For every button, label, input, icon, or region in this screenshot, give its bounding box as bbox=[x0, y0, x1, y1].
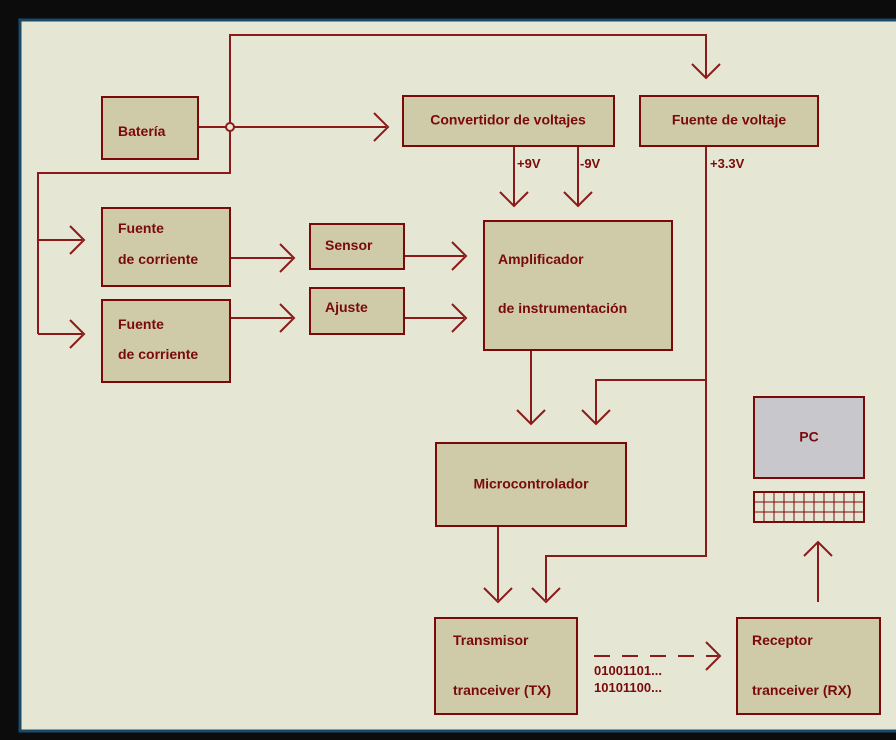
pc-keyboard-icon bbox=[753, 491, 865, 523]
arrow-minus9 bbox=[563, 191, 593, 208]
arrow-fuente1 bbox=[69, 225, 86, 255]
label-plus9v: +9V bbox=[517, 156, 541, 171]
block-ajuste: Ajuste bbox=[309, 287, 405, 335]
block-amplificador: Amplificador de instrumentación bbox=[483, 220, 673, 351]
block-fuente-voltaje: Fuente de voltaje bbox=[639, 95, 819, 147]
junction-node bbox=[225, 122, 235, 132]
amplificador-label-2: de instrumentación bbox=[498, 300, 627, 316]
convertidor-label: Convertidor de voltajes bbox=[430, 112, 586, 128]
arrow-pc bbox=[803, 540, 833, 557]
arrow-amp-ajuste bbox=[451, 303, 468, 333]
fuente1-label-1: Fuente bbox=[118, 220, 164, 236]
arrow-tx-signal bbox=[483, 587, 513, 604]
label-bits-2: 10101100... bbox=[594, 680, 662, 695]
fuente2-label-2: de corriente bbox=[118, 346, 198, 362]
tx-label-1: Transmisor bbox=[453, 632, 529, 648]
amplificador-label-1: Amplificador bbox=[498, 251, 584, 267]
block-microcontrolador: Microcontrolador bbox=[435, 442, 627, 527]
block-transmisor: Transmisor tranceiver (TX) bbox=[434, 617, 578, 715]
block-fuente-corriente-1: Fuente de corriente bbox=[101, 207, 231, 287]
arrow-micro-signal bbox=[516, 409, 546, 426]
label-plus33v: +3.3V bbox=[710, 156, 745, 171]
fuente1-label-2: de corriente bbox=[118, 251, 198, 267]
arrow-fuente-voltaje bbox=[691, 63, 721, 80]
rx-label-1: Receptor bbox=[752, 632, 813, 648]
rx-label-2: tranceiver (RX) bbox=[752, 682, 852, 698]
sensor-label: Sensor bbox=[325, 237, 373, 253]
arrow-ajuste bbox=[279, 303, 296, 333]
wire-junction-to-fuentes bbox=[37, 131, 231, 334]
arrow-sensor bbox=[279, 243, 296, 273]
arrow-plus9 bbox=[499, 191, 529, 208]
arrow-tx-power bbox=[531, 587, 561, 604]
bateria-label: Batería bbox=[118, 123, 166, 139]
fuente-voltaje-label: Fuente de voltaje bbox=[672, 112, 787, 128]
block-sensor: Sensor bbox=[309, 223, 405, 270]
wire-plus33 bbox=[545, 146, 707, 600]
pc-monitor bbox=[753, 396, 865, 479]
ajuste-label: Ajuste bbox=[325, 299, 368, 315]
arrow-rx bbox=[705, 641, 722, 671]
tx-label-2: tranceiver (TX) bbox=[453, 682, 551, 698]
arrow-fuente2 bbox=[69, 319, 86, 349]
label-minus9v: -9V bbox=[580, 156, 601, 171]
arrow-micro-power bbox=[581, 409, 611, 426]
micro-label: Microcontrolador bbox=[473, 476, 589, 492]
wires bbox=[37, 34, 833, 671]
wire-plus33-to-micro bbox=[595, 379, 706, 424]
wire-junction-to-fuente-voltaje bbox=[229, 34, 707, 127]
pc-label: PC bbox=[799, 429, 818, 445]
block-convertidor: Convertidor de voltajes bbox=[402, 95, 615, 147]
block-receptor: Receptor tranceiver (RX) bbox=[736, 617, 881, 715]
block-bateria: Batería bbox=[101, 96, 199, 160]
label-bits-1: 01001101... bbox=[594, 663, 662, 678]
arrow-convertidor bbox=[373, 112, 390, 142]
arrow-amp-sensor bbox=[451, 241, 468, 271]
fuente2-label-1: Fuente bbox=[118, 316, 164, 332]
block-fuente-corriente-2: Fuente de corriente bbox=[101, 299, 231, 383]
pc-computer: PC bbox=[753, 396, 865, 523]
